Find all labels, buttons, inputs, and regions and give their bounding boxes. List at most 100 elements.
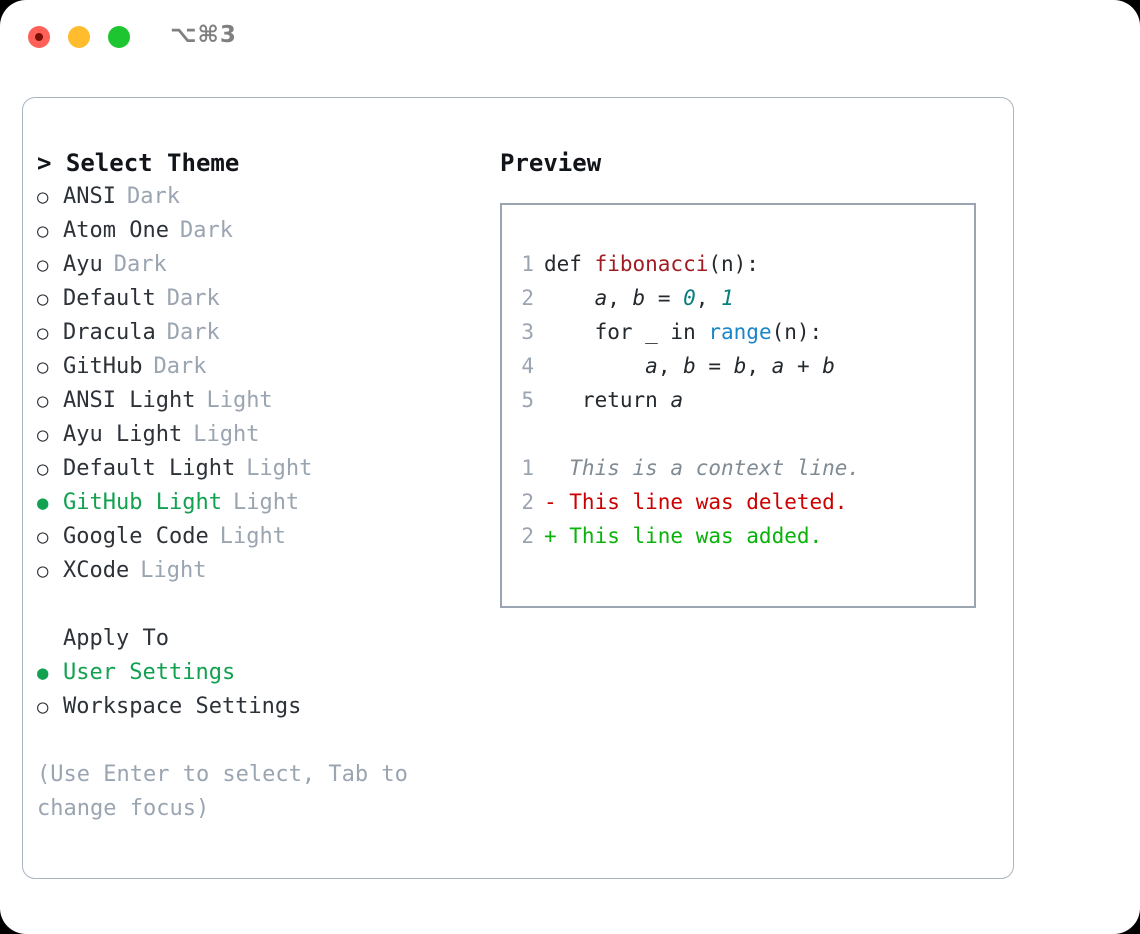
code-line-number: 2 [521, 286, 534, 310]
theme-variant-badge: Dark [153, 354, 207, 379]
theme-variant-badge: Dark [113, 252, 167, 277]
apply-to-option-list[interactable]: ● User Settings ○Workspace Settings [37, 656, 477, 724]
theme-option-default[interactable]: ○ Default Dark [37, 282, 477, 316]
code-token-plain [544, 354, 645, 378]
code-token-num: 0 [683, 286, 696, 310]
code-line-number: 5 [521, 388, 534, 412]
radio-unselected-icon[interactable]: ○ [37, 526, 49, 548]
theme-variant-badge: Light [140, 558, 207, 583]
theme-variant-badge: Dark [166, 286, 220, 311]
radio-unselected-icon[interactable]: ○ [37, 186, 49, 208]
diff-line-number: 2 [521, 524, 534, 548]
code-token-var: a [771, 354, 785, 378]
theme-variant-badge: Light [206, 388, 273, 413]
apply-to-option-user-settings[interactable]: ● User Settings [37, 656, 477, 690]
code-token-plain: (n): [771, 320, 823, 344]
code-token-plain: def [544, 252, 595, 276]
theme-option-xcode[interactable]: ○ XCode Light [37, 554, 477, 588]
code-token-plain: for _ in [544, 320, 709, 344]
theme-option-label: GitHub [63, 354, 143, 379]
theme-option-label: Ayu [63, 252, 103, 277]
code-token-plain: , [607, 286, 633, 310]
theme-option-label: ANSI [63, 184, 116, 209]
radio-selected-icon[interactable]: ● [37, 492, 49, 514]
theme-option-label: GitHub Light [63, 490, 222, 515]
radio-unselected-icon[interactable]: ○ [37, 356, 49, 378]
code-line-content: a, b = b, a + b [544, 349, 835, 383]
theme-option-label: XCode [63, 558, 130, 583]
theme-option-label: Google Code [63, 524, 209, 549]
diff-sample: 1 This is a context line.2- This line wa… [502, 451, 974, 553]
radio-unselected-icon[interactable]: ○ [37, 254, 49, 276]
theme-variant-badge: Light [193, 422, 260, 447]
minimize-button[interactable] [68, 26, 90, 48]
theme-option-label: ANSI Light [63, 388, 196, 413]
theme-option-github-light[interactable]: ● GitHub Light Light [37, 486, 477, 520]
radio-unselected-icon[interactable]: ○ [37, 696, 49, 718]
code-line-content: return a [544, 383, 683, 417]
code-token-plain: , [746, 354, 772, 378]
code-token-var: b [683, 354, 696, 378]
code-line-content: a, b = 0, 1 [544, 281, 734, 315]
preview-title: Preview [500, 149, 602, 177]
radio-unselected-icon[interactable]: ○ [37, 458, 49, 480]
code-line: 4 a, b = b, a + b [502, 349, 974, 383]
radio-unselected-icon[interactable]: ○ [37, 322, 49, 344]
code-token-plain: + [784, 354, 823, 378]
code-token-fn: fibonacci [594, 252, 709, 276]
apply-to-option-workspace-settings[interactable]: ○Workspace Settings [37, 690, 477, 724]
theme-option-default-light[interactable]: ○ Default Light Light [37, 452, 477, 486]
theme-option-ansi-light[interactable]: ○ ANSI Light Light [37, 384, 477, 418]
code-token-num: 1 [721, 286, 734, 310]
theme-option-label: Dracula [63, 320, 156, 345]
radio-unselected-icon[interactable]: ○ [37, 288, 49, 310]
diff-line-content: - This line was deleted. [544, 490, 848, 514]
theme-option-label: Default [63, 286, 156, 311]
radio-unselected-icon[interactable]: ○ [37, 560, 49, 582]
code-token-bi: range [708, 320, 772, 344]
code-line-number: 1 [521, 252, 534, 276]
theme-variant-badge: Light [246, 456, 313, 481]
radio-unselected-icon[interactable]: ○ [37, 390, 49, 412]
apply-to-option-label: User Settings [63, 660, 236, 685]
code-line-content: for _ in range(n): [544, 315, 823, 349]
code-token-var: b [733, 354, 747, 378]
title-bar: ⌥⌘3 [0, 0, 1140, 76]
code-token-plain: = [645, 286, 684, 310]
code-line: 3 for _ in range(n): [502, 315, 974, 349]
theme-option-label: Default Light [63, 456, 236, 481]
diff-line-deleted: 2- This line was deleted. [502, 485, 974, 519]
code-line-number: 4 [521, 354, 534, 378]
radio-unselected-icon[interactable]: ○ [37, 220, 49, 242]
radio-unselected-icon[interactable]: ○ [37, 424, 49, 446]
code-line: 5 return a [502, 383, 974, 417]
keyboard-hint-text: (Use Enter to select, Tab to change focu… [37, 762, 422, 821]
theme-option-ayu[interactable]: ○ Ayu Dark [37, 248, 477, 282]
code-token-var: b [822, 354, 835, 378]
diff-line-content: This is a context line. [544, 456, 861, 480]
theme-variant-badge: Light [232, 490, 300, 515]
diff-line-added: 2+ This line was added. [502, 519, 974, 553]
code-token-plain: return [544, 388, 671, 412]
maximize-button[interactable] [108, 26, 130, 48]
theme-option-github[interactable]: ○ GitHub Dark [37, 350, 477, 384]
diff-line-number: 1 [521, 456, 534, 480]
keyboard-shortcut-label: ⌥⌘3 [170, 22, 237, 48]
radio-selected-icon[interactable]: ● [37, 662, 49, 684]
theme-variant-badge: Dark [179, 218, 233, 243]
close-button[interactable] [28, 26, 50, 48]
code-diff-spacer [502, 417, 974, 451]
apply-to-heading: Apply To [63, 626, 169, 651]
